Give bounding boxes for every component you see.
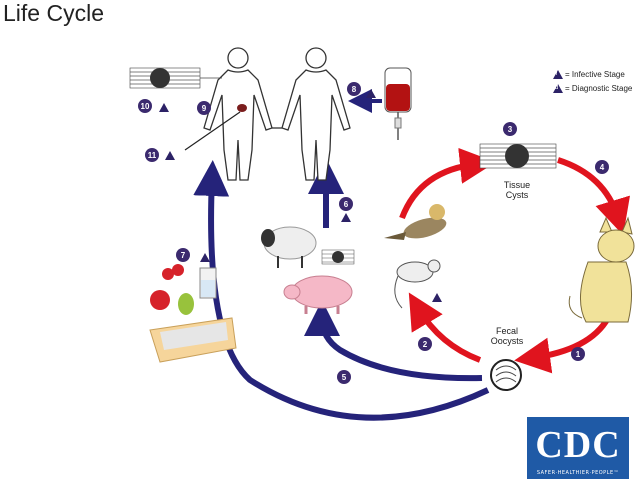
bird-icon	[384, 204, 447, 240]
pointer-line	[184, 111, 241, 151]
tissue-cyst-icon	[129, 67, 222, 89]
legend-diagnostic: = Diagnostic Stage	[553, 84, 632, 93]
step-badge-1: 1	[571, 347, 585, 361]
tissue-cysts-label: Tissue Cysts	[503, 180, 531, 200]
organ-icon	[237, 104, 247, 112]
mouse-icon	[394, 259, 441, 309]
legend-infective: = Infective Stage	[553, 70, 625, 79]
litter-box-icon	[149, 317, 237, 363]
cdc-logo: CDC SAFER·HEALTHIER·PEOPLE™	[527, 417, 629, 479]
human-figure-icon	[203, 47, 273, 181]
sheep-icon	[261, 226, 317, 268]
infective-stage-icon	[553, 70, 563, 79]
arrow-oocyst-to-mouse	[408, 292, 482, 363]
pig-icon	[283, 275, 353, 314]
arrow-cat-to-oocyst	[514, 316, 611, 374]
oocyst-icon	[490, 359, 522, 391]
step-badge-11: 11	[145, 148, 159, 162]
fecal-oocysts-label: Fecal Oocysts	[490, 326, 524, 346]
cdc-tagline: SAFER·HEALTHIER·PEOPLE™	[536, 470, 620, 476]
step-badge-10: 10	[138, 99, 152, 113]
arrow-cyst-to-cat	[557, 157, 631, 236]
cdc-logo-text: CDC	[535, 424, 621, 466]
step-badge-2: 2	[418, 337, 432, 351]
legend-infective-label: = Infective Stage	[565, 70, 625, 79]
cat-icon	[568, 216, 635, 323]
step-badge-4: 4	[595, 160, 609, 174]
step-badge-9: 9	[197, 101, 211, 115]
diagnostic-stage-icon	[553, 84, 563, 93]
tissue-cyst-icon	[321, 249, 355, 265]
arrow-bird-to-cyst	[399, 147, 496, 220]
blood-bag-icon	[384, 67, 412, 140]
step-badge-5: 5	[337, 370, 351, 384]
page-title: Life Cycle	[3, 0, 104, 26]
step-badge-7: 7	[176, 248, 190, 262]
step-badge-3: 3	[503, 122, 517, 136]
arrow-oocyst-to-pig	[304, 300, 483, 382]
water-glass-icon	[199, 267, 217, 299]
legend-diagnostic-label: = Diagnostic Stage	[565, 84, 633, 93]
tissue-cyst-icon	[479, 143, 557, 169]
step-badge-6: 6	[339, 197, 353, 211]
step-badge-8: 8	[347, 82, 361, 96]
human-figure-icon	[281, 47, 351, 181]
fruit-icon	[150, 264, 194, 315]
